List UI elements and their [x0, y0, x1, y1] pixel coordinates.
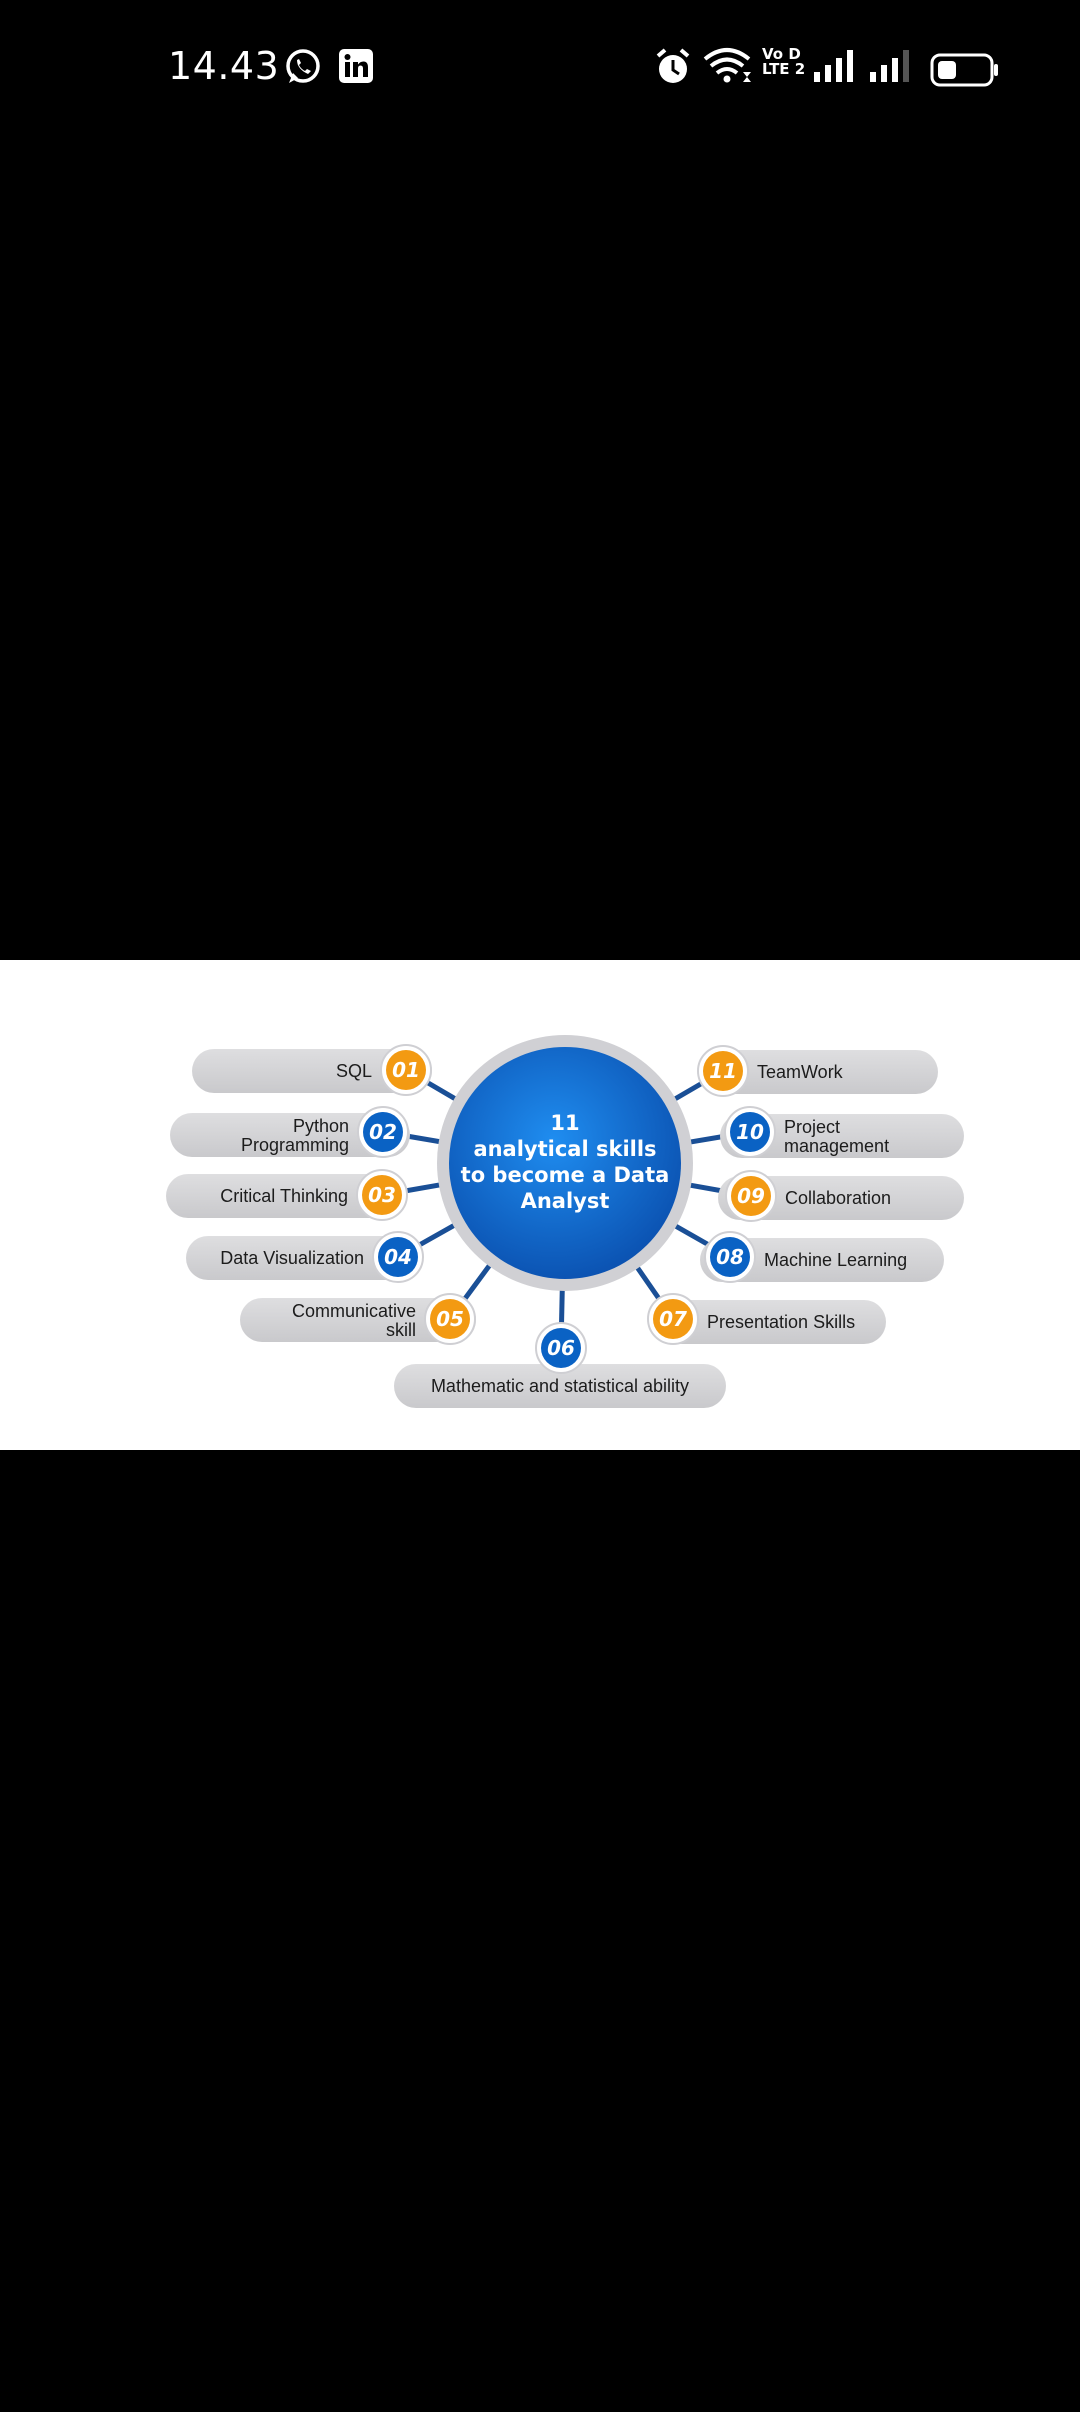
- skill-pill-07: [660, 1300, 886, 1344]
- alarm-icon: [656, 48, 690, 83]
- badge-number-07: 07: [659, 1307, 687, 1331]
- signal-icon: [870, 50, 909, 82]
- status-bar: 14.43 Vo D LTE 2: [0, 0, 1080, 140]
- skill-pill-06: [394, 1364, 726, 1408]
- center-circle: 11 analytical skills to become a Data An…: [437, 1035, 693, 1291]
- skill-pill-04: [186, 1236, 414, 1280]
- number-badge-01: 01: [380, 1044, 432, 1096]
- clock: 14.43: [168, 44, 280, 88]
- volte-line2: LTE 2: [762, 60, 806, 78]
- battery-icon: [930, 53, 998, 87]
- badge-number-08: 08: [716, 1245, 744, 1269]
- volte-line1: Vo D: [762, 45, 801, 63]
- skill-pill-03: [166, 1174, 402, 1218]
- number-badge-07: 07: [647, 1293, 699, 1345]
- volte-icon: Vo D LTE 2: [762, 47, 805, 77]
- number-badge-02: 02: [357, 1106, 409, 1158]
- number-badge-09: 09: [725, 1170, 777, 1222]
- skill-pill-09: [718, 1176, 964, 1220]
- skill-label-06: Mathematic and statistical ability: [431, 1376, 689, 1396]
- badge-number-05: 05: [436, 1307, 464, 1331]
- center-title-line2: analytical skills: [473, 1137, 656, 1161]
- badge-number-11: 11: [709, 1059, 737, 1083]
- badge-number-03: 03: [368, 1183, 396, 1207]
- whatsapp-icon: [286, 49, 320, 83]
- badge-number-01: 01: [392, 1058, 420, 1082]
- badge-number-06: 06: [547, 1336, 575, 1360]
- skill-label-04: Data Visualization: [220, 1248, 364, 1268]
- number-badges: 01 02 03 04 05 06 07 08 09 10 11: [356, 1044, 777, 1374]
- wifi-icon: [703, 48, 751, 83]
- skill-label-09: Collaboration: [785, 1188, 891, 1208]
- skill-pill-02: [170, 1113, 410, 1157]
- number-badge-06: 06: [535, 1322, 587, 1374]
- signal-icon: [814, 50, 853, 82]
- center-title-line3: to become a Data: [461, 1163, 670, 1187]
- skill-label-08: Machine Learning: [764, 1250, 907, 1270]
- skill-pill-05: [240, 1298, 476, 1342]
- number-badge-11: 11: [697, 1045, 749, 1097]
- skill-label-07: Presentation Skills: [707, 1312, 855, 1332]
- skill-label-03: Critical Thinking: [220, 1186, 348, 1206]
- skill-pill-11: [700, 1050, 938, 1094]
- number-badge-08: 08: [704, 1231, 756, 1283]
- skill-pill-01: [192, 1049, 432, 1093]
- badge-number-02: 02: [369, 1120, 397, 1144]
- skill-pill-08: [700, 1238, 944, 1282]
- center-title-line4: Analyst: [521, 1189, 610, 1213]
- number-badge-05: 05: [424, 1293, 476, 1345]
- number-badge-03: 03: [356, 1169, 408, 1221]
- skill-label-11: TeamWork: [757, 1062, 844, 1082]
- linkedin-icon: [339, 49, 373, 83]
- number-badge-10: 10: [724, 1106, 776, 1158]
- skill-pill-10: [720, 1114, 964, 1158]
- badge-number-04: 04: [384, 1245, 412, 1269]
- badge-number-10: 10: [736, 1120, 764, 1144]
- badge-number-09: 09: [737, 1184, 765, 1208]
- number-badge-04: 04: [372, 1231, 424, 1283]
- skill-label-01: SQL: [336, 1061, 372, 1081]
- center-title-line1: 11: [550, 1111, 579, 1135]
